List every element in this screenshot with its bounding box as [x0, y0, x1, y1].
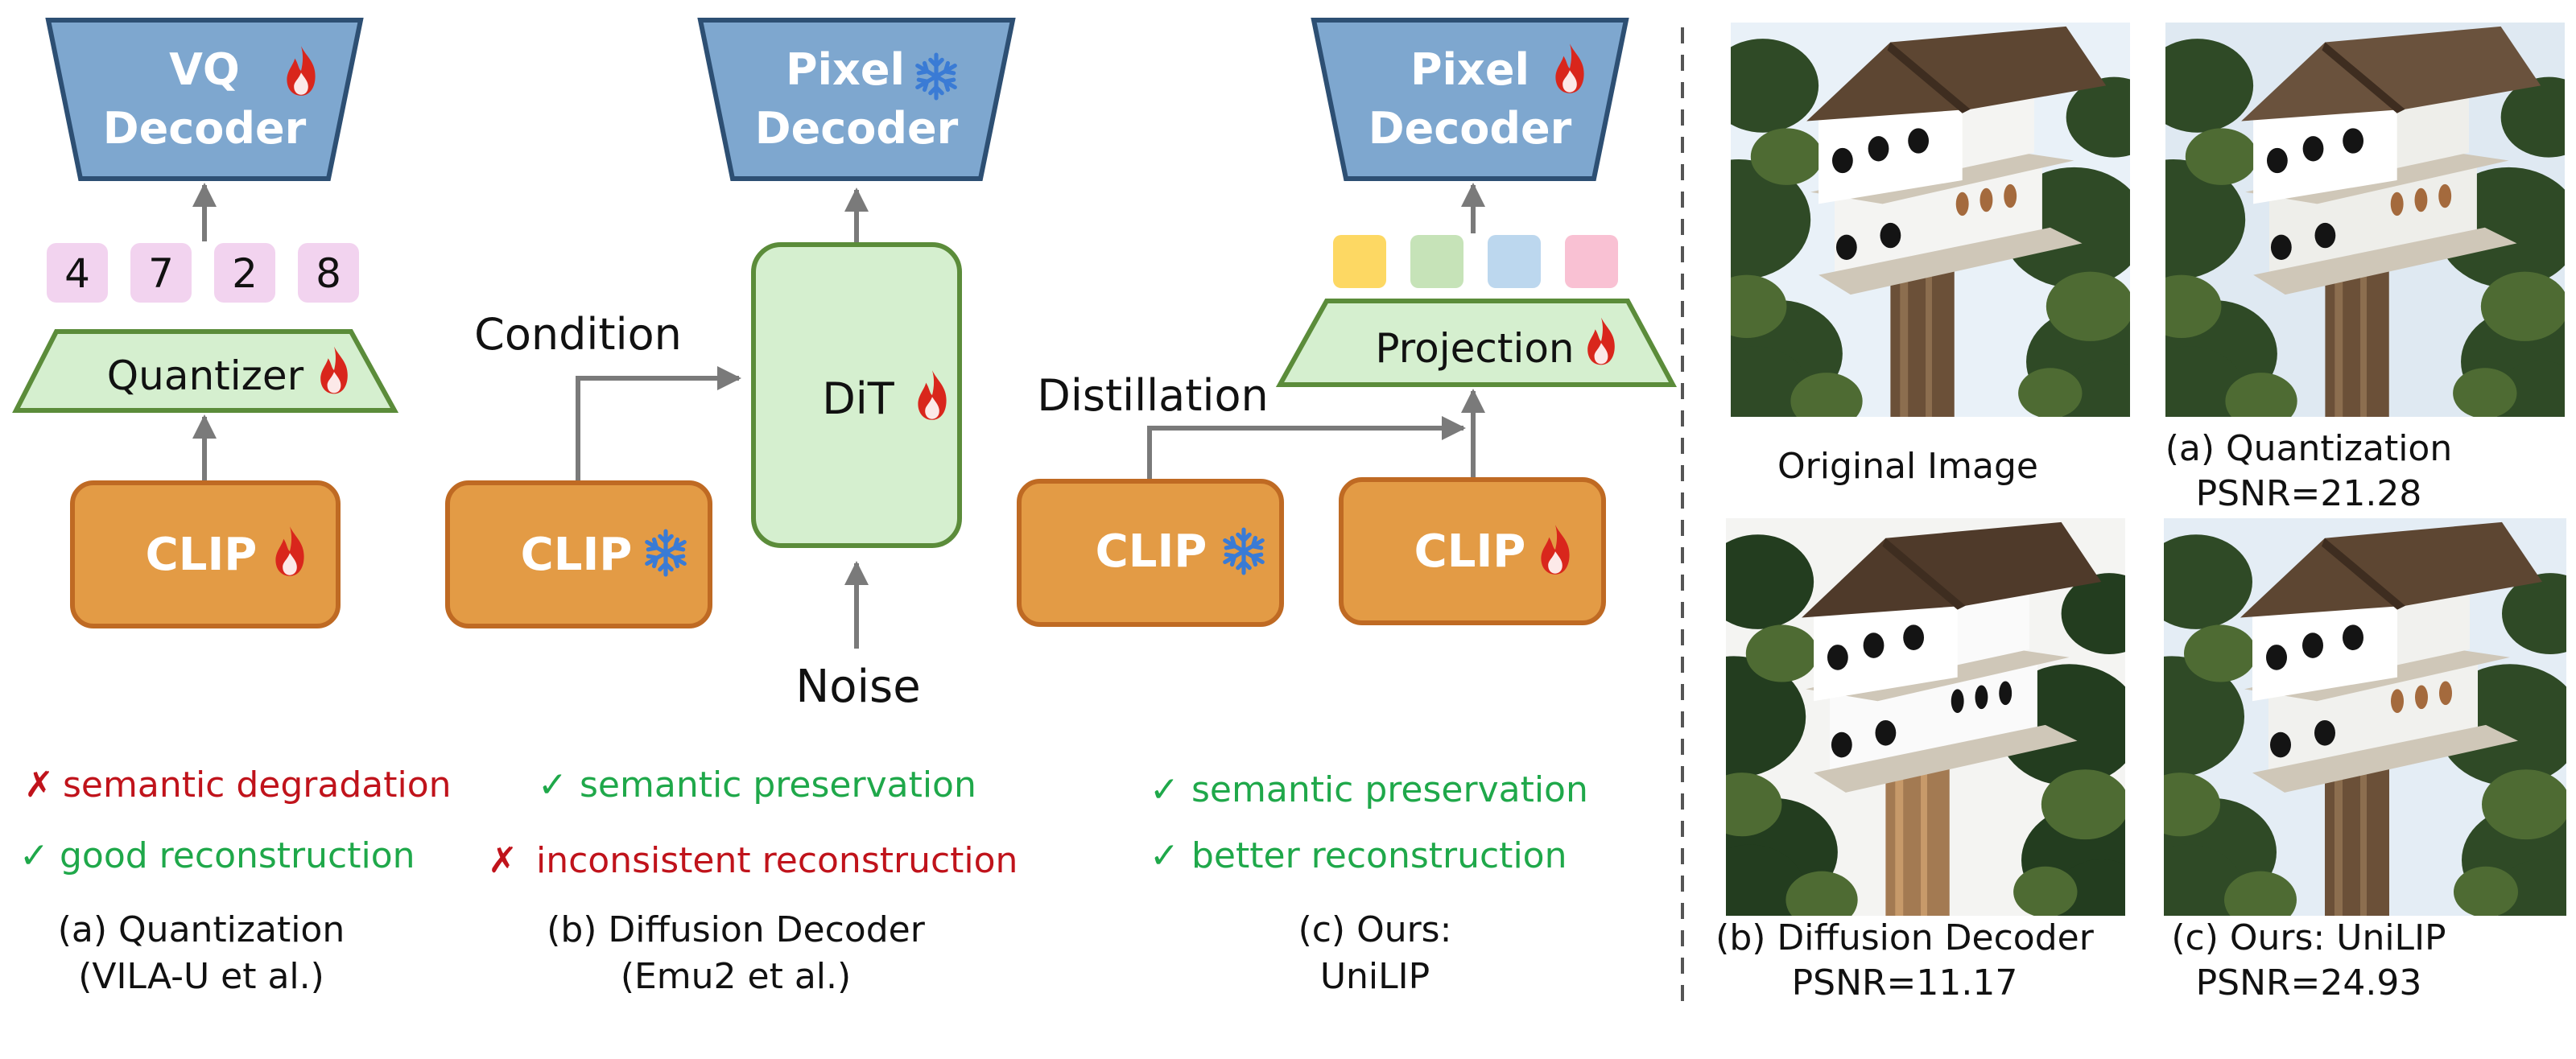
panel-b-notes: ✓ semantic preservation ✗ inconsistent r… — [488, 764, 1018, 997]
clip-teacher-frozen — [1017, 479, 1284, 627]
caption-line2: UniLIP — [1320, 956, 1430, 997]
feature-token — [1488, 235, 1541, 288]
image-caption: (a) Quantization — [2165, 428, 2452, 469]
con-text: semantic degradation — [63, 764, 452, 806]
clip-encoder-frozen — [445, 480, 712, 628]
panel-a-notes: ✗ semantic degradation ✓ good reconstruc… — [19, 764, 452, 997]
caption-line2: (VILA-U et al.) — [78, 956, 324, 997]
feature-token-row — [1333, 235, 1618, 288]
psnr-value: PSNR=21.28 — [2196, 473, 2422, 514]
quantizer-block — [12, 329, 399, 413]
con-text: inconsistent reconstruction — [536, 840, 1018, 881]
pixel-decoder-line1: Pixel — [1410, 44, 1530, 95]
noise-label: Noise — [795, 661, 920, 713]
vq-decoder — [45, 18, 364, 181]
token-label: 2 — [232, 250, 258, 297]
cross-icon: ✗ — [488, 840, 518, 881]
pro-text: semantic preservation — [1191, 769, 1588, 810]
feature-token — [1333, 235, 1386, 288]
unilip-reconstruction — [2164, 518, 2566, 916]
token-row: 4 7 2 8 — [47, 243, 359, 303]
original-image — [1731, 23, 2130, 417]
panel-b-diffusion: Pixel Decoder DiT Condition CLIP Noise — [445, 18, 1016, 713]
clip-student-trainable — [1339, 477, 1606, 625]
check-icon: ✓ — [1150, 769, 1179, 810]
pro-text: semantic preservation — [580, 764, 976, 806]
check-icon: ✓ — [538, 764, 568, 806]
psnr-value: PSNR=24.93 — [2196, 962, 2422, 1003]
panel-c-notes: ✓ semantic preservation ✓ better reconst… — [1150, 769, 1588, 997]
psnr-value: PSNR=11.17 — [1792, 962, 2018, 1003]
caption-line1: (b) Diffusion Decoder — [547, 909, 926, 950]
feature-token — [1410, 235, 1463, 288]
image-caption: (c) Ours: UniLIP — [2171, 917, 2446, 958]
pixel-decoder-line2: Decoder — [1368, 103, 1572, 154]
clip-label: CLIP — [1414, 525, 1526, 578]
pixel-decoder-c — [1311, 18, 1629, 181]
dit-label: DiT — [822, 373, 895, 424]
clip-encoder — [70, 480, 341, 628]
panel-a-quantization: VQ Decoder 4 7 2 8 Quantizer CLIP — [12, 18, 399, 628]
caption-line1: (c) Ours: — [1298, 909, 1452, 950]
pixel-decoder-line2: Decoder — [755, 103, 959, 154]
dit-block — [751, 242, 962, 548]
token-label: 7 — [148, 250, 174, 297]
reconstruction-grid: Original Image (a) Quantization PSNR=21.… — [1715, 23, 2566, 1003]
check-icon: ✓ — [19, 835, 49, 876]
quantizer-label: Quantizer — [107, 352, 304, 399]
diffusion-reconstruction — [1726, 518, 2125, 916]
image-caption: Original Image — [1777, 446, 2038, 487]
condition-label: Condition — [474, 309, 682, 360]
pro-text: better reconstruction — [1191, 835, 1567, 876]
quantization-reconstruction — [2165, 23, 2565, 417]
vq-decoder-line2: Decoder — [103, 103, 307, 154]
cross-icon: ✗ — [24, 764, 54, 806]
feature-token — [1565, 235, 1618, 288]
pixel-decoder-line1: Pixel — [786, 44, 905, 95]
pro-text: good reconstruction — [60, 835, 415, 876]
check-icon: ✓ — [1150, 835, 1179, 876]
image-caption: (b) Diffusion Decoder — [1715, 917, 2095, 958]
projection-label: Projection — [1375, 325, 1574, 372]
token-label: 4 — [64, 250, 90, 297]
clip-label: CLIP — [1096, 525, 1208, 578]
caption-line1: (a) Quantization — [58, 909, 345, 950]
projection-block — [1275, 299, 1678, 387]
token-label: 8 — [316, 250, 341, 297]
caption-line2: (Emu2 et al.) — [621, 956, 851, 997]
vq-decoder-line1: VQ — [169, 44, 240, 95]
clip-label: CLIP — [521, 529, 633, 581]
panel-c-unilip: Pixel Decoder Projection Distillation CL… — [1017, 18, 1678, 627]
clip-label: CLIP — [146, 529, 258, 581]
distillation-label: Distillation — [1037, 370, 1268, 421]
